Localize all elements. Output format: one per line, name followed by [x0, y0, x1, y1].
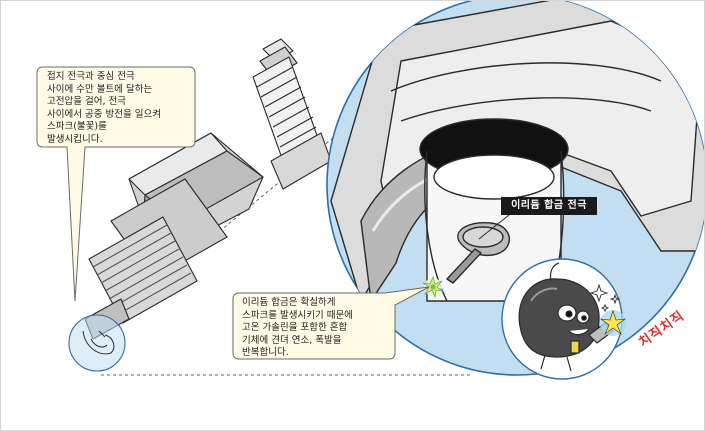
sparkle-icon — [589, 283, 621, 313]
callout-bottom-text: 이리듐 합금은 확실하게 스파크를 발생시키기 때문에 고온 가솔린을 포함한 … — [242, 297, 353, 358]
mascot-spark-icon — [599, 310, 627, 336]
tip-electrode-detail — [82, 330, 115, 355]
callout-top-bubble — [36, 66, 196, 302]
mascot-character-icon — [518, 262, 614, 372]
spark-flash-icon — [422, 275, 444, 299]
callout-top-text: 접지 전극과 중심 전극 사이에 수만 볼트에 달하는 고전압을 걸어, 전극 … — [47, 71, 161, 145]
iridium-electrode-label: 이리듐 합금 전극 — [501, 197, 597, 215]
magnified-electrode-scene — [330, 1, 704, 302]
callout-bottom-bubble — [232, 286, 430, 360]
spark-plug-illustration — [84, 38, 332, 340]
tip-highlight-circle — [68, 314, 126, 372]
label-leader-line — [478, 214, 510, 240]
